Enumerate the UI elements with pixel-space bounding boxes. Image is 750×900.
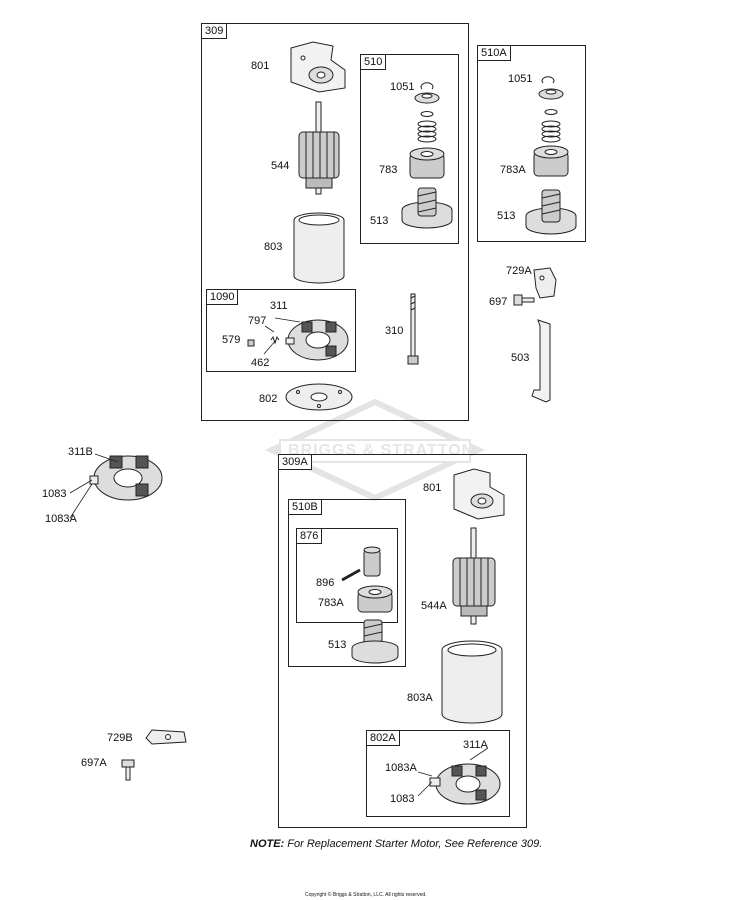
group-309-tag: 309 xyxy=(201,23,228,39)
end-cap-bracket-801-309A xyxy=(448,465,510,526)
label-802: 802 xyxy=(259,393,278,405)
snap-ring-1051 xyxy=(420,78,434,96)
note-prefix: NOTE: xyxy=(250,838,285,850)
group-510B xyxy=(288,499,406,667)
screw-697 xyxy=(512,292,536,313)
brush-assembly-311B xyxy=(88,446,164,509)
label-1083-802A: 1083 xyxy=(390,793,415,805)
label-513-510A: 513 xyxy=(497,210,516,222)
pinion-base-513-510B xyxy=(350,618,402,669)
group-876-tag: 876 xyxy=(296,528,323,544)
copyright: Copyright © Briggs & Stratton, LLC. All … xyxy=(305,892,427,898)
label-697A: 697A xyxy=(81,757,107,769)
label-1083A: 1083A xyxy=(45,513,77,525)
spring-797 xyxy=(270,331,280,349)
label-803A: 803A xyxy=(407,692,433,704)
label-729B: 729B xyxy=(107,732,133,744)
plate-729B xyxy=(144,726,188,753)
replacement-note: NOTE: For Replacement Starter Motor, See… xyxy=(250,838,542,850)
group-1090 xyxy=(206,289,356,372)
housing-803 xyxy=(292,212,346,289)
group-510A-tag: 510A xyxy=(477,45,511,61)
label-801: 801 xyxy=(251,60,270,72)
label-803: 803 xyxy=(264,241,283,253)
snap-ring-1051-510A xyxy=(541,72,555,90)
label-544A: 544A xyxy=(421,600,447,612)
label-697: 697 xyxy=(489,296,508,308)
group-309 xyxy=(201,23,469,421)
group-802A xyxy=(366,730,510,817)
label-513-510B: 513 xyxy=(328,639,347,651)
label-1083A-802A: 1083A xyxy=(385,762,417,774)
label-462: 462 xyxy=(251,357,270,369)
shield-503 xyxy=(524,318,556,409)
group-802A-tag: 802A xyxy=(366,730,400,746)
group-510 xyxy=(360,54,459,244)
label-1051: 1051 xyxy=(390,81,415,93)
label-311: 311 xyxy=(270,300,288,312)
group-1090-tag: 1090 xyxy=(206,289,239,305)
group-510A xyxy=(477,45,586,242)
label-783: 783 xyxy=(379,164,398,176)
label-503: 503 xyxy=(511,352,530,364)
label-797: 797 xyxy=(248,315,267,327)
brush-579 xyxy=(247,334,255,352)
label-729A: 729A xyxy=(506,265,532,277)
housing-803A xyxy=(440,640,504,729)
label-1051-510A: 1051 xyxy=(508,73,533,85)
label-513: 513 xyxy=(370,215,389,227)
pinion-stack-876 xyxy=(354,546,398,623)
label-311B: 311B xyxy=(68,446,93,458)
label-311A: 311A xyxy=(463,739,488,751)
label-310: 310 xyxy=(385,325,404,337)
group-876 xyxy=(296,528,398,623)
group-309A-tag: 309A xyxy=(278,454,312,470)
pin-896 xyxy=(340,568,362,587)
group-309A xyxy=(278,454,527,828)
plate-729A xyxy=(530,266,560,305)
note-text: For Replacement Starter Motor, See Refer… xyxy=(284,838,543,850)
end-plate-802 xyxy=(284,382,354,417)
through-bolt-310 xyxy=(407,293,419,371)
label-579: 579 xyxy=(222,334,241,346)
label-783A-876: 783A xyxy=(318,597,344,609)
pinion-stack-510 xyxy=(396,92,456,242)
label-896: 896 xyxy=(316,577,335,589)
group-510-tag: 510 xyxy=(360,54,387,70)
brush-assembly-311 xyxy=(284,312,350,369)
label-544: 544 xyxy=(271,160,290,172)
end-cap-bracket-801 xyxy=(283,38,353,99)
label-783A: 783A xyxy=(500,164,526,176)
label-801-309A: 801 xyxy=(423,482,442,494)
brush-assembly-311A xyxy=(426,756,502,813)
label-1083: 1083 xyxy=(42,488,67,500)
armature-544A xyxy=(448,527,500,629)
pinion-stack-510A xyxy=(520,86,580,241)
group-510B-tag: 510B xyxy=(288,499,322,515)
armature-544 xyxy=(294,101,344,199)
screw-697A xyxy=(120,758,136,787)
